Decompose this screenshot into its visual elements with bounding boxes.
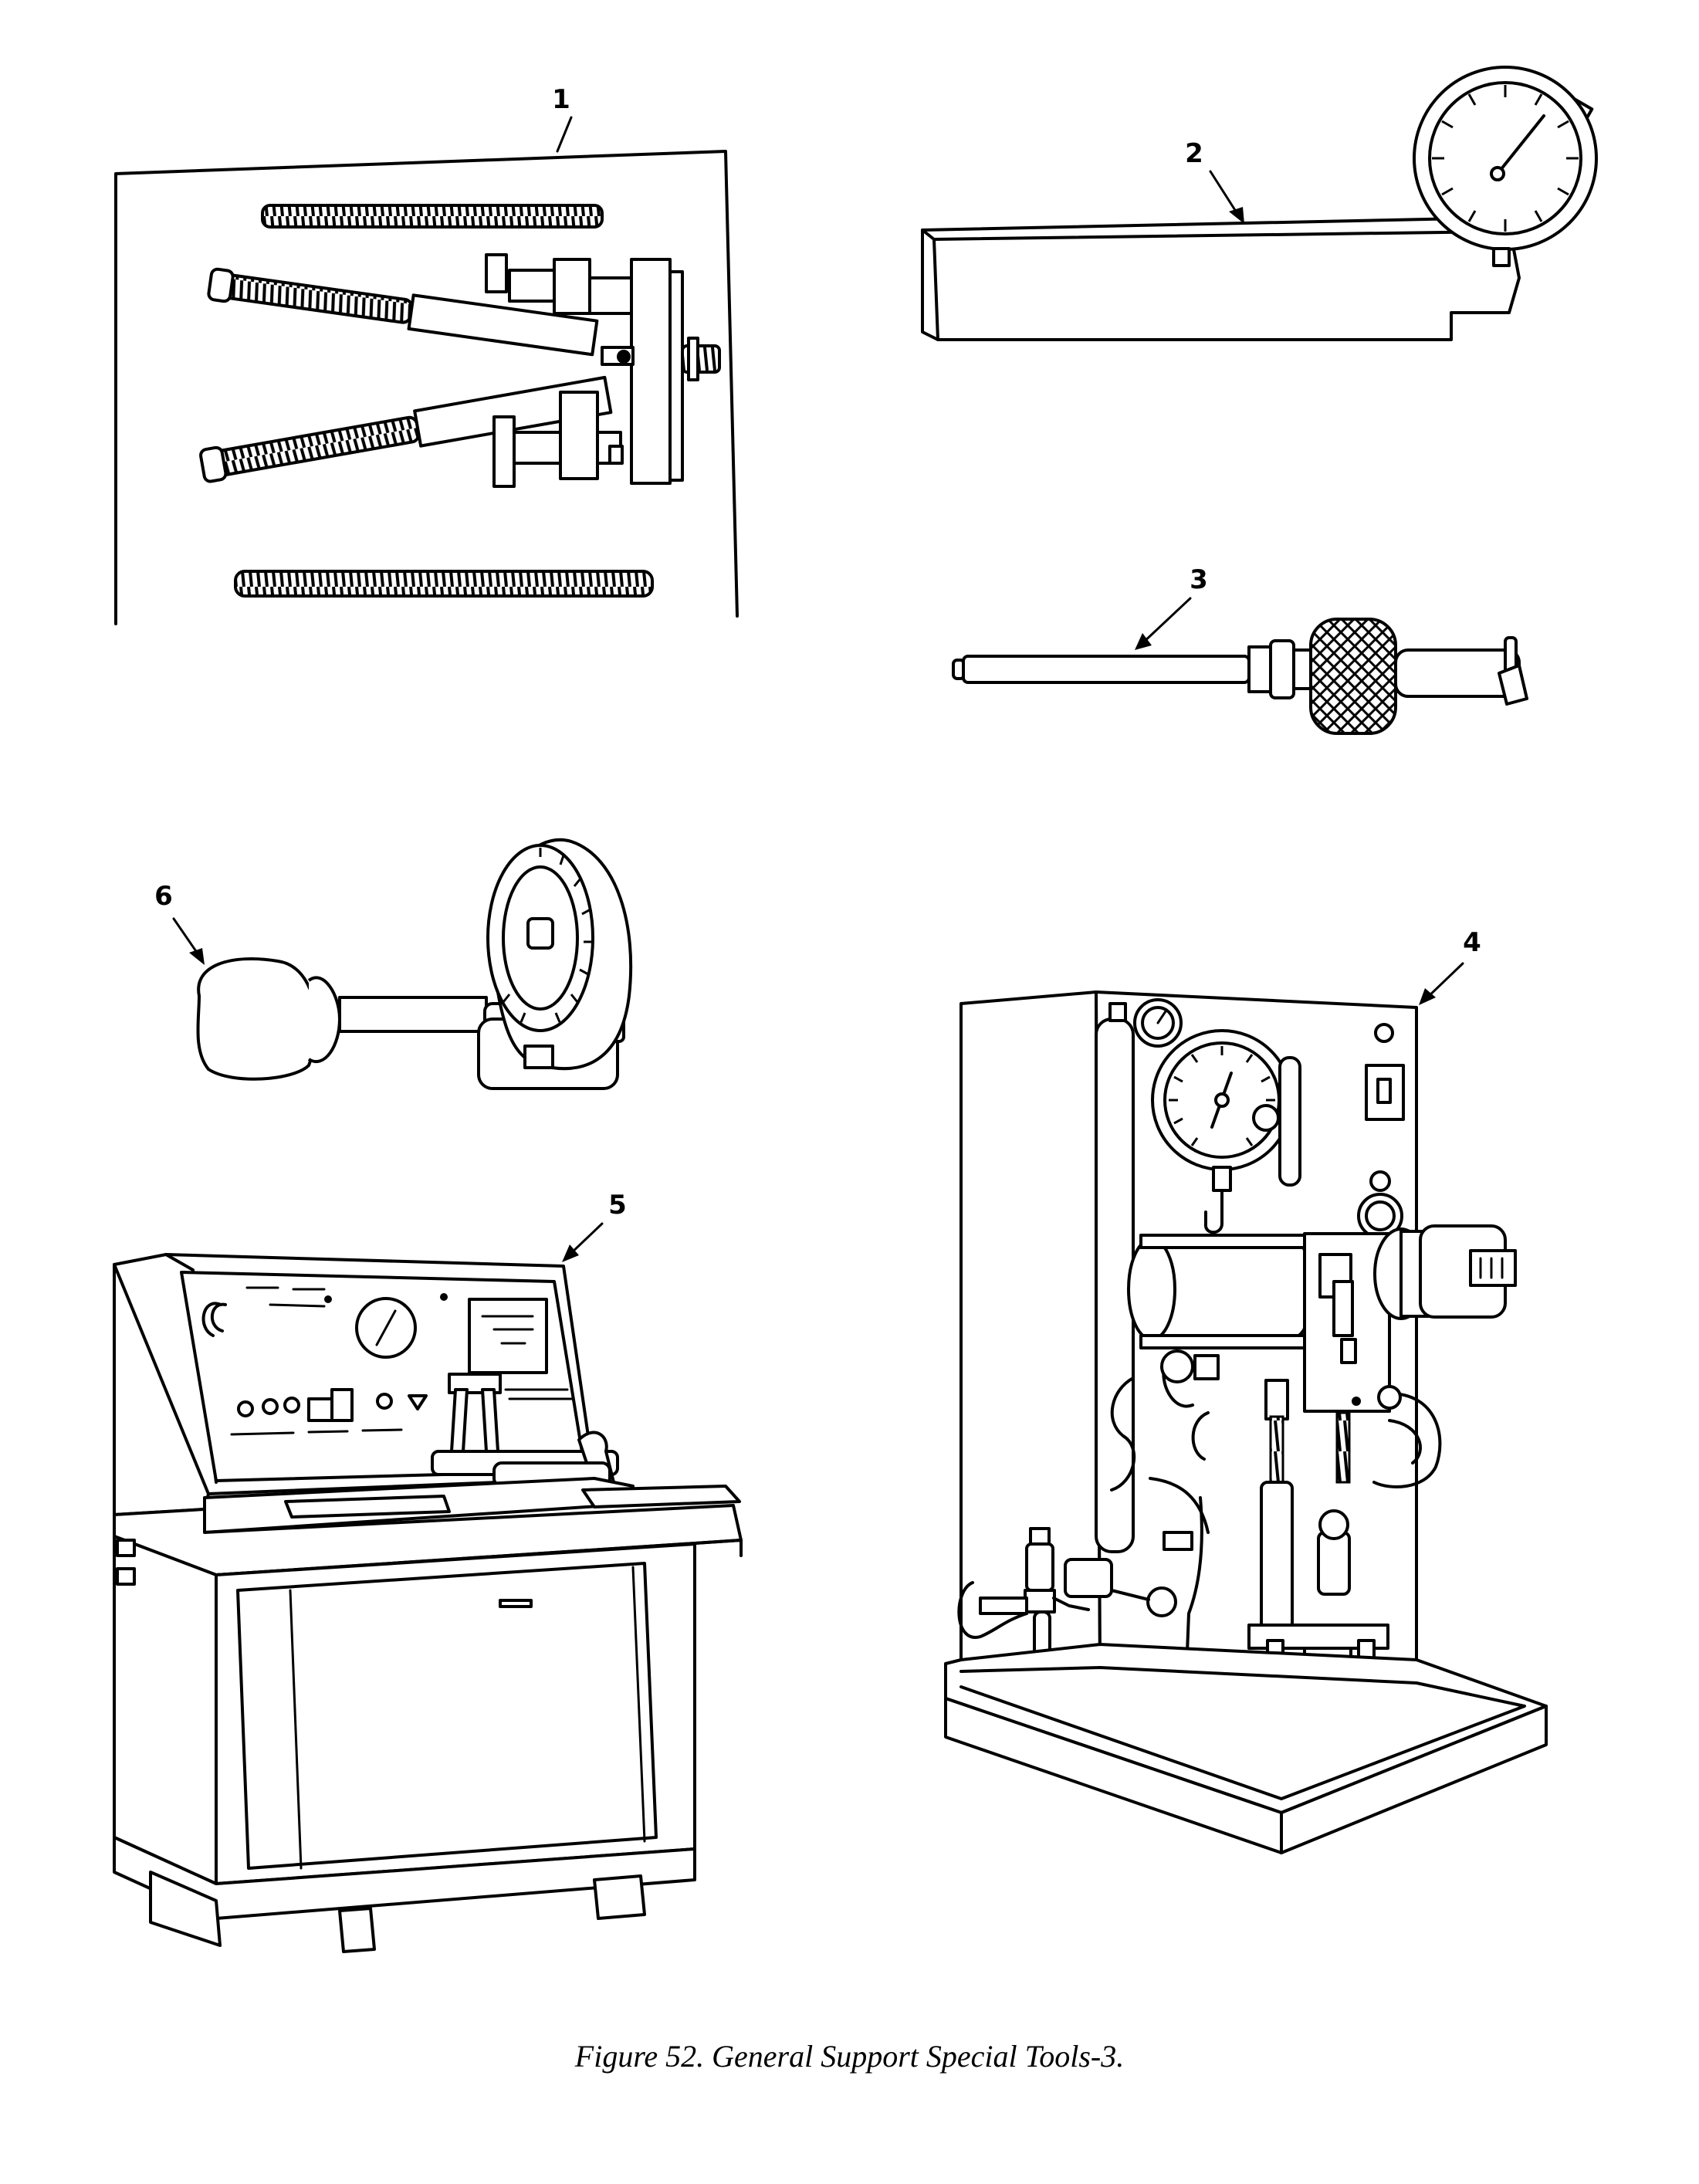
callout-1-leader xyxy=(556,116,573,153)
crank-dial-ticks xyxy=(502,848,593,1023)
callout-5: 5 xyxy=(608,1190,627,1221)
callout-6-leader xyxy=(172,917,201,957)
callout-3-leader xyxy=(1139,597,1192,646)
tool-2-gauge-bar xyxy=(921,66,1598,341)
tool-4-injector-bench xyxy=(944,990,1548,1854)
tool-3-knurled-handle xyxy=(952,618,1528,735)
dial-needle xyxy=(1496,114,1545,175)
dial-ticks xyxy=(1432,85,1579,232)
tool-1-puller-set xyxy=(114,150,739,625)
callout-2: 2 xyxy=(1185,138,1203,169)
tool-6-crank-handle xyxy=(196,838,633,1090)
tool-5-test-stand xyxy=(113,1253,743,1953)
callout-5-leader xyxy=(568,1222,604,1256)
callout-4-leader xyxy=(1424,962,1464,1001)
callout-4: 4 xyxy=(1463,927,1481,958)
callout-6: 6 xyxy=(154,881,173,912)
callout-2-leader xyxy=(1209,170,1240,218)
figure-caption: Figure 52. General Support Special Tools… xyxy=(574,2039,1125,2074)
callout-1: 1 xyxy=(552,84,570,115)
callout-3: 3 xyxy=(1190,564,1208,595)
